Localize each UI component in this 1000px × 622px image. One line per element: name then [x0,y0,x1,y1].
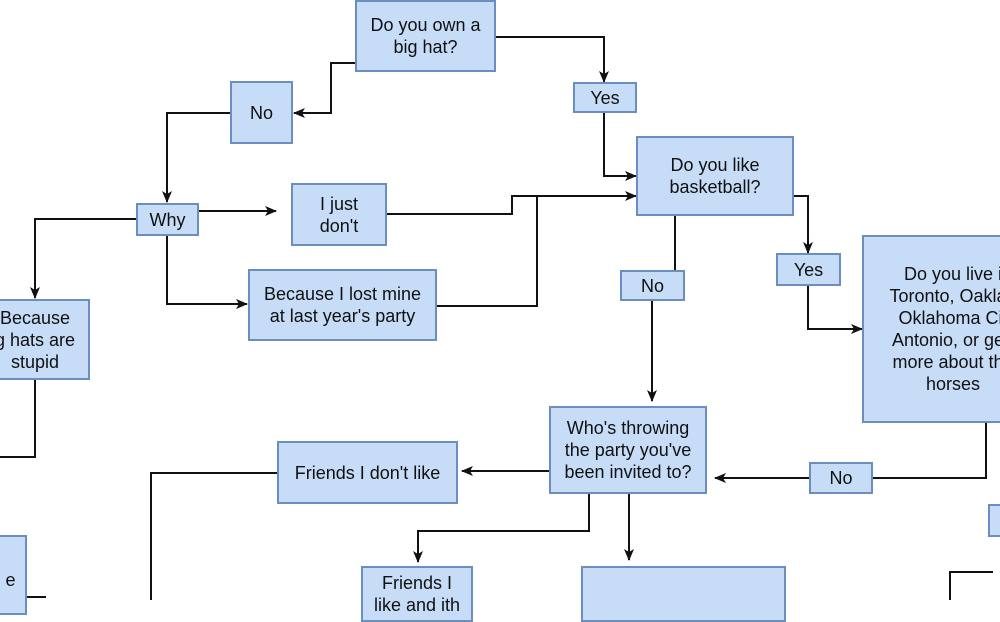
node-friends-dont-like: Friends I don't like [277,441,458,504]
connector-basketball-to-yes [794,195,813,254]
node-who-throwing-question: Who's throwing the party you've been inv… [549,406,707,494]
node-no-basketball-text: No [640,275,664,296]
node-yes-big-hat: Yes [573,82,637,113]
connector-why-to-stupid [30,218,136,299]
node-no-live-in-text: No [829,468,853,488]
node-yes-basketball: Yes [776,253,841,286]
node-yes-big-hat-text: Yes [590,87,620,108]
node-own-big-hat-question: Do you own a big hat? [355,0,496,72]
node-partial-left: e [0,535,27,615]
node-big-hats-stupid-text: Because g hats are stupid [0,307,76,372]
node-own-big-hat-text: Do you own a big hat? [370,15,481,57]
node-live-in-text: Do you live i Toronto, Oaklan Oklahoma C… [889,264,1000,394]
node-i-just-dont: I just don't [291,183,387,246]
node-like-basketball-text: Do you like basketball? [669,155,761,197]
connector-lost-mine-to-basketball [437,196,538,307]
node-live-in-question: Do you live i Toronto, Oaklan Oklahoma C… [862,235,1000,423]
node-partial-left-text: e [5,570,16,590]
connector-bighat-to-yes [496,36,609,83]
node-no-live-in: No [809,462,873,494]
node-like-basketball-question: Do you like basketball? [636,136,794,216]
node-yes-basketball-text: Yes [793,259,824,280]
node-lost-mine: Because I lost mine at last year's party [248,269,437,341]
node-why: Why [136,203,199,236]
connector-live-in-to-no [873,423,987,479]
connector-who-throwing-to-friends-like [413,494,590,563]
node-why-text: Why [149,209,186,230]
node-partial-right [988,504,1000,537]
connector-partial-right [949,571,993,600]
node-friends-like: Friends I like and ith [361,566,473,622]
node-no-big-hat: No [230,81,293,144]
node-big-hats-stupid: Because g hats are stupid [0,299,90,380]
connector-bighat-to-no [293,62,355,118]
connector-why-to-lost-mine [166,236,248,309]
connector-yes-to-live-in [807,286,863,334]
node-friends-like-text: Friends I like and ith [373,573,461,615]
node-who-throwing-text: Who's throwing the party you've been inv… [564,418,692,482]
node-no-basketball: No [620,270,685,301]
flowchart-connectors [0,36,993,600]
connector-just-dont-to-basketball [387,191,637,215]
connector-yes-to-basketball [603,113,637,181]
node-friends-dont-like-text: Friends I don't like [294,462,441,483]
connector-stupid-out [0,380,36,458]
node-partial-bottom [581,566,786,622]
connector-friends-dont-like-out [150,472,277,600]
connector-no-to-why [162,112,230,203]
node-no-big-hat-text: No [249,102,273,123]
node-lost-mine-text: Because I lost mine at last year's party [263,284,422,326]
node-i-just-dont-text: I just don't [319,193,359,236]
